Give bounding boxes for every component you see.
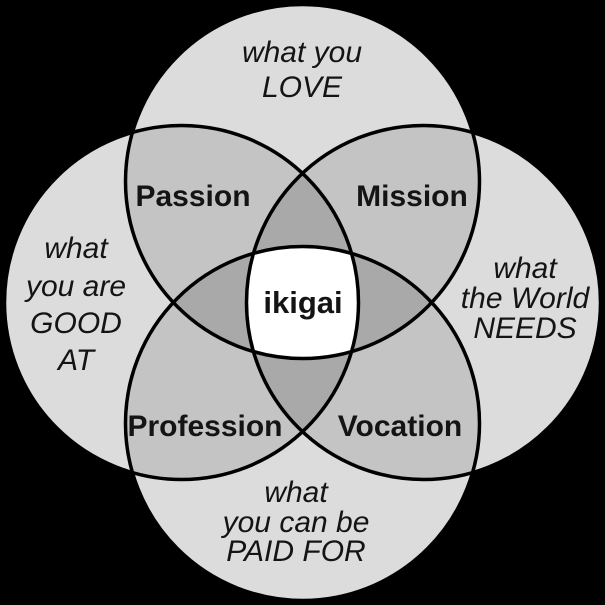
label-good-at-line1: what: [44, 232, 109, 265]
circle-world-needs-outline: [244, 123, 603, 482]
label-good-at-line3: GOOD: [30, 307, 122, 340]
label-world-needs-line3: NEEDS: [473, 312, 576, 345]
label-vocation: Vocation: [338, 410, 462, 443]
label-love-line1: what you: [242, 36, 362, 69]
label-good-at-line4: AT: [56, 344, 97, 377]
circle-good-at-outline: [2, 123, 361, 482]
label-good-at-line2: you are: [24, 270, 126, 303]
label-love-line2: LOVE: [262, 71, 343, 104]
label-paid-for-line2: you can be: [221, 506, 370, 539]
circle-love-outline: [123, 2, 482, 361]
label-mission: Mission: [356, 180, 468, 213]
circle-paid-for-outline: [123, 244, 482, 603]
label-passion: Passion: [135, 180, 250, 213]
label-world-needs-line1: what: [493, 252, 558, 285]
label-paid-for-line1: what: [264, 476, 329, 509]
label-ikigai: ikigai: [263, 285, 342, 320]
label-world-needs-line2: the World: [461, 282, 591, 315]
label-paid-for-line3: PAID FOR: [226, 535, 365, 568]
label-profession: Profession: [127, 410, 282, 443]
